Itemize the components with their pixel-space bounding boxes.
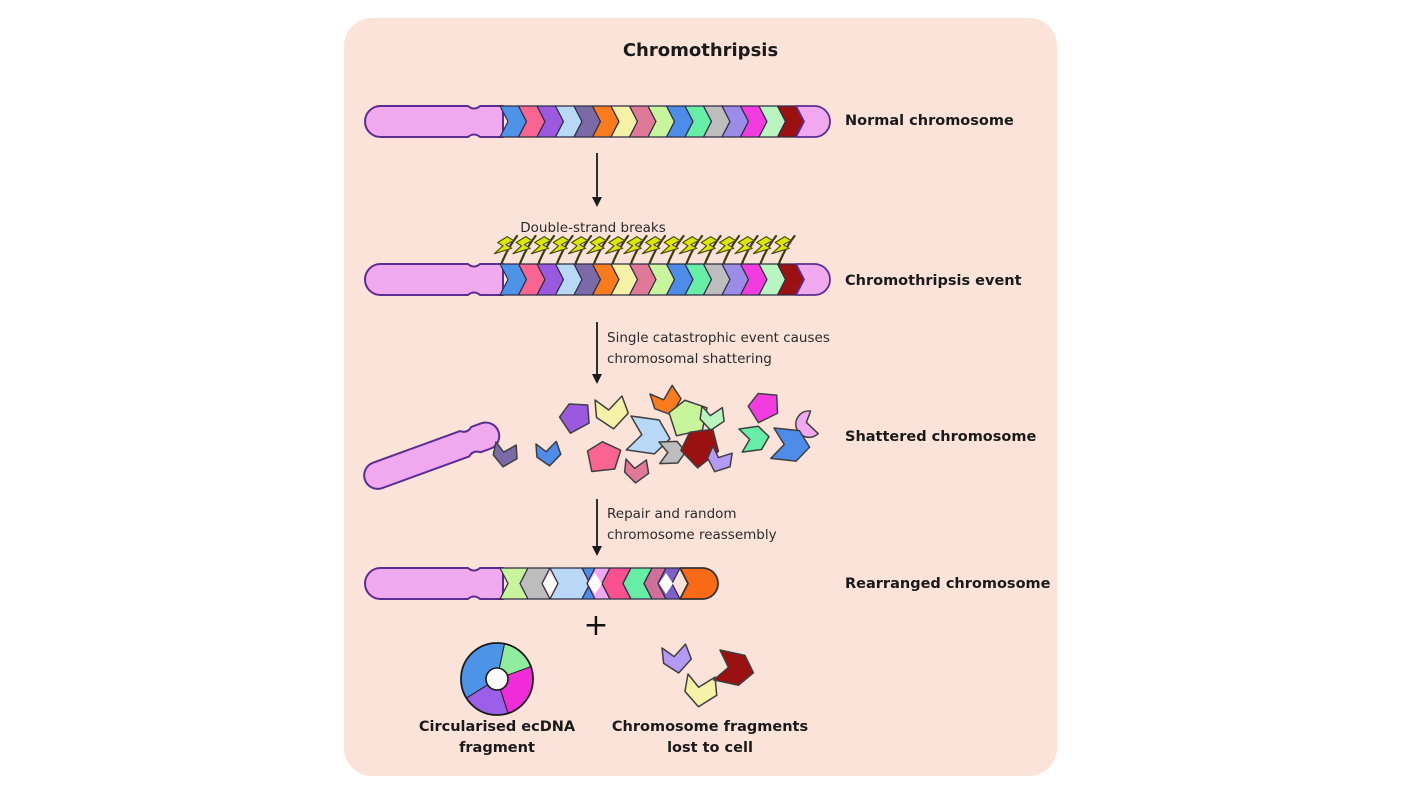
annotation-shattering-line2: chromosomal shattering <box>607 351 772 367</box>
label-rearranged-chromosome: Rearranged chromosome <box>845 576 1051 592</box>
caption-ecdna-line2: fragment <box>459 740 535 756</box>
chromosome-tip <box>795 263 831 296</box>
chromosome-fragment <box>771 428 811 462</box>
shattered-fragments <box>491 384 823 484</box>
lightning-bolt-icon <box>493 234 519 270</box>
arrow-down-icon <box>592 322 602 384</box>
annotation-repair-line2: chromosome reassembly <box>607 527 777 543</box>
chromothripsis-diagram-panel: Chromothripsis Normal chromosome Chromot… <box>344 18 1057 776</box>
ecdna-center-hole <box>485 667 509 691</box>
chromosome-fragment <box>683 672 720 709</box>
annotation-shattering: Single catastrophic event causes chromos… <box>607 328 830 370</box>
arrow-down-icon <box>592 499 602 556</box>
caption-ecdna-line1: Circularised ecDNA <box>418 719 576 735</box>
chromosome-fragment <box>662 644 693 675</box>
caption-lost-fragments: Chromosome fragments lost to cell <box>590 717 830 759</box>
lightning-bolts <box>493 234 796 270</box>
arrowhead <box>592 197 602 207</box>
chromosome-arm <box>364 105 504 138</box>
chromosome-fragment <box>595 396 630 431</box>
junction-gap <box>588 573 602 594</box>
chromosome-fragment <box>746 390 781 424</box>
arrow-down-icon <box>592 153 602 207</box>
label-shattered-chromosome: Shattered chromosome <box>845 429 1037 445</box>
arrowhead <box>592 546 602 556</box>
chromosome-tip <box>795 105 831 138</box>
plus-sign: + <box>583 608 609 643</box>
caption-lost-line1: Chromosome fragments <box>611 719 809 735</box>
diagram-title: Chromothripsis <box>622 40 779 61</box>
chromothripsis-event-chromosome <box>364 263 831 296</box>
chromosome-fragment <box>624 458 650 484</box>
chromosome-fragment <box>714 650 757 688</box>
chromosome-fragment <box>626 416 672 456</box>
shattered-chromosome-arm <box>363 421 501 490</box>
chromosome-fragment <box>584 439 621 475</box>
annotation-repair: Repair and random chromosome reassembly <box>607 504 777 546</box>
diagram-artwork <box>363 105 831 716</box>
chromosome-fragment <box>557 400 592 434</box>
label-normal-chromosome: Normal chromosome <box>845 113 1014 129</box>
caption-ecdna: Circularised ecDNA fragment <box>387 717 607 759</box>
junction-gap <box>543 573 557 594</box>
chromosome-fragment <box>704 445 736 477</box>
annotation-double-strand-breaks: Double-strand breaks <box>520 220 666 236</box>
chromosome-tip <box>679 567 719 600</box>
ecdna-circle <box>460 642 534 716</box>
chromosome-fragment <box>491 441 519 469</box>
arrowhead <box>592 374 602 384</box>
chromosome-fragment <box>659 441 686 464</box>
caption-lost-line2: lost to cell <box>667 740 753 756</box>
label-chromothripsis-event: Chromothripsis event <box>845 273 1022 289</box>
lost-fragments <box>662 644 757 710</box>
normal-chromosome <box>364 105 831 138</box>
annotation-shattering-line1: Single catastrophic event causes <box>607 330 830 346</box>
chromosome-arm <box>363 421 501 490</box>
rearranged-chromosome <box>364 567 719 600</box>
chromosome-arm <box>364 567 504 600</box>
chromosome-fragment <box>699 405 726 432</box>
junction-gap <box>659 573 673 594</box>
annotation-repair-line1: Repair and random <box>607 506 737 522</box>
chromosome-fragment <box>536 441 562 467</box>
chromosome-arm <box>364 263 504 296</box>
chromosome-fragment <box>739 425 771 452</box>
chromosome-fragment <box>650 384 685 419</box>
